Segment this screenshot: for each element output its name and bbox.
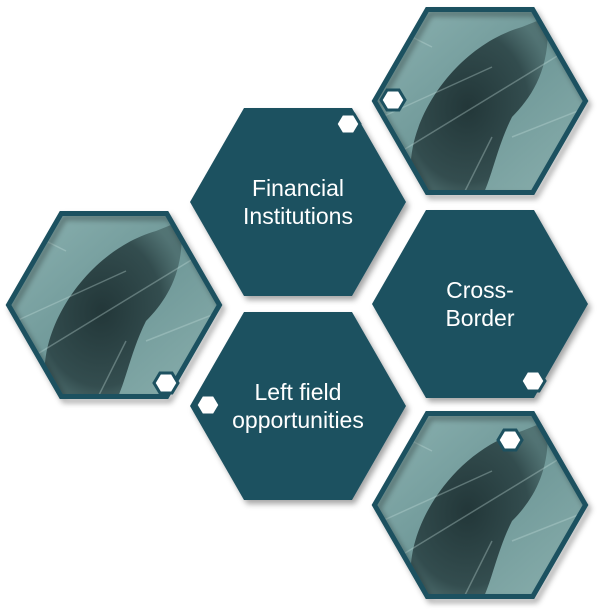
hexagon-cross-border: Cross-Border <box>372 210 588 398</box>
hexagon-marker-icon <box>496 428 524 452</box>
hexagon-leaf-image-top-right <box>371 7 589 195</box>
hexagon-label: Left field <box>255 379 342 405</box>
hexagon-shape <box>190 312 406 500</box>
hexagon-label: opportunities <box>232 407 364 433</box>
hexagon-label: Institutions <box>243 203 353 229</box>
leaf-image <box>6 211 222 399</box>
hexagon-label: Cross- <box>446 277 514 303</box>
hexagon-marker-icon <box>519 369 547 393</box>
hexagon-marker-icon <box>379 88 407 112</box>
hexagon-leaf-image-left <box>5 211 223 399</box>
hexagon-leaf-image-bottom-right <box>371 411 589 599</box>
hexagon-label: Financial <box>252 175 344 201</box>
hexagon-border <box>371 411 589 599</box>
leaf-image <box>372 411 588 599</box>
hexagon-marker-icon <box>334 112 362 136</box>
hexagon-marker-icon <box>152 371 180 395</box>
hexagon-marker-icon <box>194 393 222 417</box>
hexagon-label: Border <box>445 305 514 331</box>
hexagon-border <box>5 211 223 399</box>
hexagon-border <box>371 7 589 195</box>
hexagon-shape <box>190 108 406 296</box>
hexagon-shape <box>372 210 588 398</box>
